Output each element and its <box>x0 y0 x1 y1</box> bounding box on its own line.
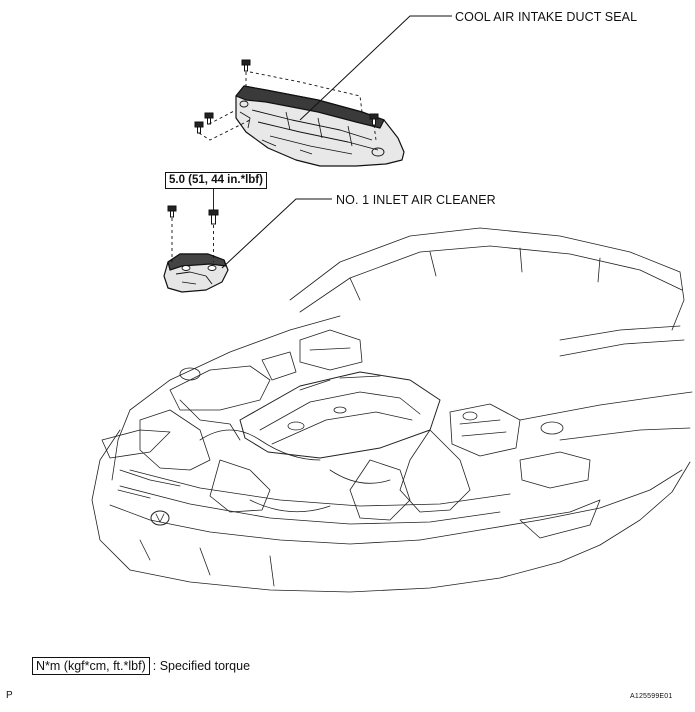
clip-left-2 <box>194 121 204 134</box>
inlet-cleaner-fasteners <box>167 186 219 262</box>
torque-callout: 5.0 (51, 44 in.*lbf) <box>165 172 267 189</box>
bolt-inlet <box>208 209 219 225</box>
duct-seal-leader-line <box>299 15 452 121</box>
emblem <box>150 510 170 526</box>
figure-code: A125599E01 <box>630 693 673 700</box>
clip-top <box>241 59 251 72</box>
inlet-cleaner-leader-line <box>221 198 332 269</box>
legend-unit-box: N*m (kgf*cm, ft.*lbf) <box>32 657 150 675</box>
torque-legend: N*m (kgf*cm, ft.*lbf) : Specified torque <box>32 657 250 675</box>
duct-seal-clips <box>194 59 379 141</box>
clip-inlet <box>167 205 177 218</box>
vehicle-engine-bay <box>91 227 693 593</box>
inlet-air-cleaner-label: NO. 1 INLET AIR CLEANER <box>336 193 496 207</box>
duct-seal-label: COOL AIR INTAKE DUCT SEAL <box>455 10 638 24</box>
clip-left-1 <box>204 112 214 125</box>
corner-letter: P <box>6 690 13 701</box>
inlet-air-cleaner <box>163 253 229 293</box>
cool-air-intake-duct-seal <box>235 85 405 167</box>
legend-description: : Specified torque <box>152 659 251 673</box>
